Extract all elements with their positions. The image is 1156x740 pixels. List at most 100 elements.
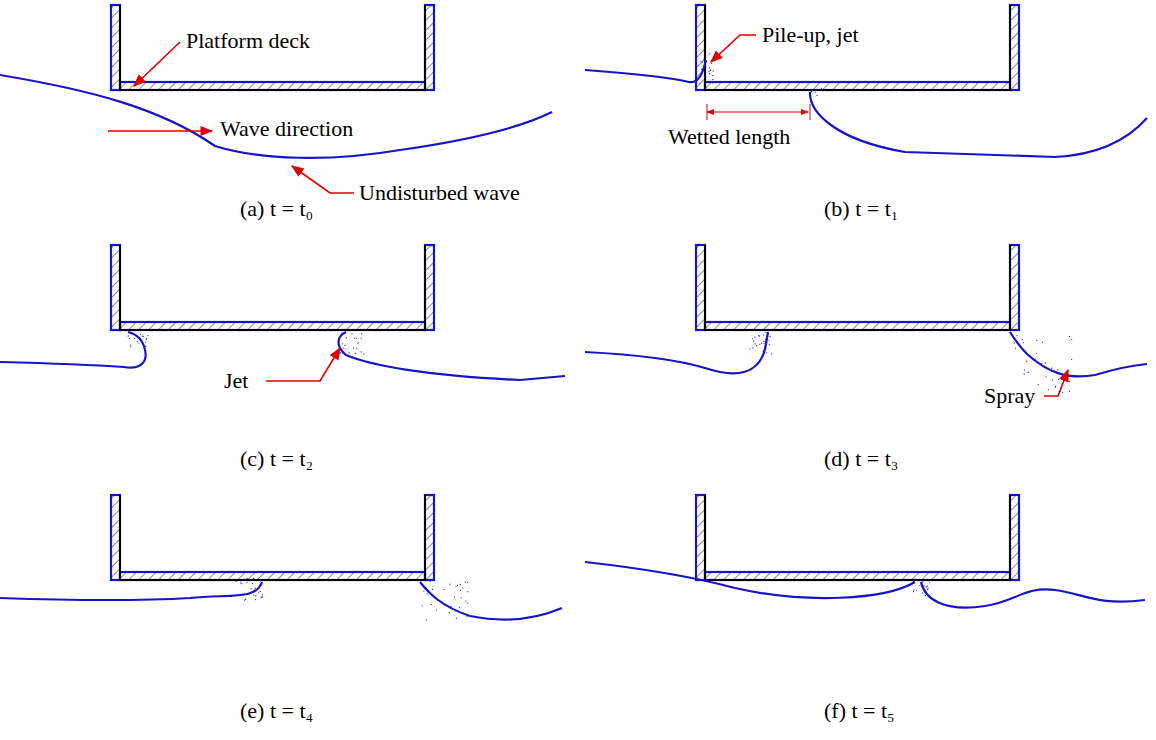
spray-dot	[426, 619, 427, 620]
spray-dot	[702, 62, 703, 63]
spray-dot	[460, 584, 461, 585]
platform-deck	[111, 5, 434, 90]
spray-dot	[916, 590, 917, 591]
spray-dot	[752, 338, 753, 339]
spray-dot	[710, 70, 711, 71]
spray-dot	[1015, 348, 1016, 349]
spray-dot	[467, 591, 468, 592]
callout-label: Wetted length	[666, 124, 792, 150]
spray-dot	[244, 600, 245, 601]
spray-dot	[769, 336, 770, 337]
spray-dot	[927, 586, 928, 587]
spray-dot	[711, 63, 712, 64]
spray-dot	[1024, 374, 1025, 375]
panel-caption: (b) t = t₁	[822, 196, 900, 222]
spray-dot	[759, 344, 760, 345]
spray-dot	[431, 604, 432, 605]
spray-dot	[1055, 386, 1056, 387]
spray-dot	[703, 59, 704, 60]
callout-label: Spray	[982, 383, 1037, 409]
spray-dot	[771, 353, 772, 354]
spray-dot	[769, 340, 770, 341]
spray-dot	[763, 343, 764, 344]
spray-dot	[358, 342, 359, 343]
spray-dot	[143, 336, 144, 337]
panel-caption: (a) t = t₀	[238, 196, 315, 222]
callout-label: Jet	[222, 368, 250, 394]
spray-dot	[253, 594, 254, 595]
spray-dot	[246, 582, 247, 583]
panel-f	[585, 495, 1145, 608]
spray-dot	[1052, 379, 1053, 380]
spray-dot	[763, 341, 764, 342]
spray-dot	[1045, 362, 1046, 363]
spray-dot	[142, 335, 143, 336]
spray-dot	[130, 346, 131, 347]
spray-dot	[250, 588, 251, 589]
spray-dot	[811, 91, 812, 92]
spray-dot	[699, 83, 700, 84]
spray-dot	[926, 586, 927, 587]
spray-dot	[139, 337, 140, 338]
panel-a	[0, 5, 552, 158]
spray-dot	[1055, 386, 1056, 387]
spray-dot	[811, 90, 812, 91]
spray-dot	[712, 75, 713, 76]
spray-dot	[821, 88, 822, 89]
spray-dot	[341, 332, 342, 333]
spray-dot	[756, 345, 757, 346]
leader-line	[292, 166, 354, 193]
spray-dot	[1038, 384, 1039, 385]
spray-dot	[423, 590, 424, 591]
spray-dot	[348, 352, 349, 353]
spray-dot	[465, 582, 466, 583]
panel-c	[0, 245, 565, 380]
leader-line	[134, 42, 180, 86]
spray-dot	[812, 89, 813, 90]
spray-dot	[1035, 359, 1036, 360]
spray-dot	[1041, 363, 1042, 364]
spray-dot	[128, 335, 129, 336]
panel-b	[585, 5, 1147, 157]
wave-surface	[0, 75, 552, 158]
wave-surface	[921, 582, 1145, 608]
spray-dot	[1012, 335, 1013, 336]
spray-dot	[1016, 341, 1017, 342]
spray-dot	[130, 345, 131, 346]
spray-dot	[705, 75, 706, 76]
spray-dot	[457, 585, 458, 586]
spray-dot	[709, 53, 710, 54]
spray-dot	[344, 354, 345, 355]
spray-dot	[130, 333, 131, 334]
spray-dot	[1022, 339, 1023, 340]
spray-dot	[465, 600, 466, 601]
spray-dot	[459, 607, 460, 608]
spray-dot	[245, 594, 246, 595]
spray-dot	[467, 582, 468, 583]
spray-dot	[1060, 391, 1061, 392]
spray-dot	[913, 581, 914, 582]
spray-dot	[925, 595, 926, 596]
spray-dot	[357, 343, 358, 344]
spray-dot	[1036, 340, 1037, 341]
spray-dot	[339, 352, 340, 353]
panel-caption: (c) t = t₂	[238, 446, 315, 472]
panel-caption: (e) t = t₄	[238, 698, 315, 724]
spray-dot	[260, 591, 261, 592]
spray-dot	[253, 578, 254, 579]
wave-surface	[585, 332, 768, 373]
wave-surface	[585, 562, 915, 598]
spray-dot	[346, 337, 347, 338]
spray-dot	[923, 586, 924, 587]
wave-surface	[0, 582, 262, 600]
spray-dot	[913, 589, 914, 590]
spray-dot	[765, 341, 766, 342]
spray-dot	[137, 341, 138, 342]
leader-line	[1044, 370, 1068, 396]
spray-dot	[922, 581, 923, 582]
spray-dot	[255, 599, 256, 600]
wave-surface	[338, 332, 565, 380]
spray-dot	[1045, 376, 1046, 377]
spray-dot	[235, 581, 236, 582]
spray-dot	[340, 352, 341, 353]
